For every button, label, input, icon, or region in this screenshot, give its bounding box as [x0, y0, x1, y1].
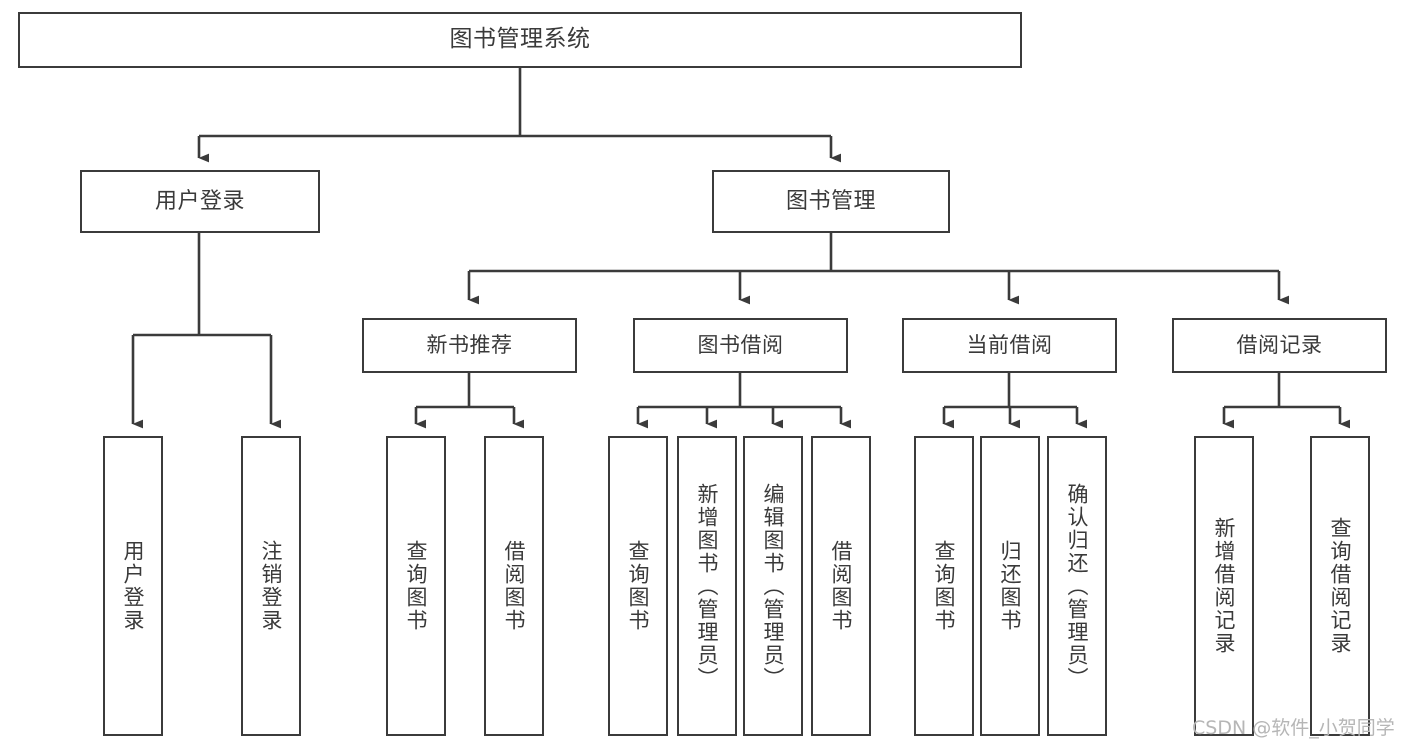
edges-userlogin-to-leaves — [131, 233, 282, 429]
leaf-newbook-borrow-book-label: 借阅图书 — [502, 540, 527, 632]
node-user-login-label: 用户登录 — [154, 188, 245, 214]
leaf-borrowrecord-add-record[interactable]: 新增借阅记录 — [1194, 436, 1254, 736]
leaf-currentborrow-confirm-return-admin[interactable]: 确认归还（管理员） — [1047, 436, 1107, 736]
leaf-bookborrow-add-book-admin[interactable]: 新增图书（管理员） — [677, 436, 737, 736]
node-new-book-recommend[interactable]: 新书推荐 — [362, 318, 577, 373]
leaf-bookborrow-add-book-admin-label: 新增图书（管理员） — [695, 482, 720, 690]
leaf-bookborrow-borrow-book-label: 借阅图书 — [829, 540, 854, 632]
leaf-borrowrecord-add-record-label: 新增借阅记录 — [1212, 517, 1237, 655]
node-book-management[interactable]: 图书管理 — [712, 170, 950, 233]
leaf-currentborrow-confirm-return-admin-label: 确认归还（管理员） — [1065, 482, 1090, 690]
leaf-bookborrow-borrow-book[interactable]: 借阅图书 — [811, 436, 871, 736]
edges-root-to-level2 — [197, 68, 842, 163]
edges-bookborrow-to-leaves — [636, 373, 852, 429]
leaf-user-login-login[interactable]: 用户登录 — [103, 436, 163, 736]
leaf-newbook-borrow-book[interactable]: 借阅图书 — [484, 436, 544, 736]
leaf-currentborrow-query-book[interactable]: 查询图书 — [914, 436, 974, 736]
node-current-borrow[interactable]: 当前借阅 — [902, 318, 1117, 373]
node-book-borrow[interactable]: 图书借阅 — [633, 318, 848, 373]
node-borrow-record[interactable]: 借阅记录 — [1172, 318, 1387, 373]
edges-borrowrecord-to-leaves — [1222, 373, 1351, 429]
node-root-system-label: 图书管理系统 — [449, 26, 591, 53]
leaf-user-login-logout-label: 注销登录 — [259, 540, 284, 632]
csdn-watermark: CSDN @软件_小贺同学 — [1192, 717, 1395, 739]
leaf-newbook-query-book-label: 查询图书 — [404, 540, 429, 632]
leaf-currentborrow-return-book[interactable]: 归还图书 — [980, 436, 1040, 736]
edges-bookmgmt-to-level3 — [467, 233, 1290, 305]
node-current-borrow-label: 当前借阅 — [966, 333, 1053, 358]
leaf-borrowrecord-query-record-label: 查询借阅记录 — [1328, 517, 1353, 655]
leaf-newbook-query-book[interactable]: 查询图书 — [386, 436, 446, 736]
leaf-bookborrow-query-book[interactable]: 查询图书 — [608, 436, 668, 736]
leaf-user-login-login-label: 用户登录 — [121, 540, 146, 632]
edges-newbook-to-leaves — [414, 373, 525, 429]
leaf-currentborrow-return-book-label: 归还图书 — [998, 540, 1023, 632]
edges-currentborrow-to-leaves — [942, 373, 1088, 429]
leaf-borrowrecord-query-record[interactable]: 查询借阅记录 — [1310, 436, 1370, 736]
node-root-system[interactable]: 图书管理系统 — [18, 12, 1022, 68]
leaf-user-login-logout[interactable]: 注销登录 — [241, 436, 301, 736]
node-borrow-record-label: 借阅记录 — [1236, 333, 1323, 358]
leaf-currentborrow-query-book-label: 查询图书 — [932, 540, 957, 632]
leaf-bookborrow-edit-book-admin-label: 编辑图书（管理员） — [761, 482, 786, 690]
leaf-bookborrow-query-book-label: 查询图书 — [626, 540, 651, 632]
leaf-bookborrow-edit-book-admin[interactable]: 编辑图书（管理员） — [743, 436, 803, 736]
node-new-book-recommend-label: 新书推荐 — [426, 333, 513, 358]
node-book-borrow-label: 图书借阅 — [697, 333, 784, 358]
node-user-login[interactable]: 用户登录 — [80, 170, 320, 233]
node-book-management-label: 图书管理 — [785, 188, 876, 214]
